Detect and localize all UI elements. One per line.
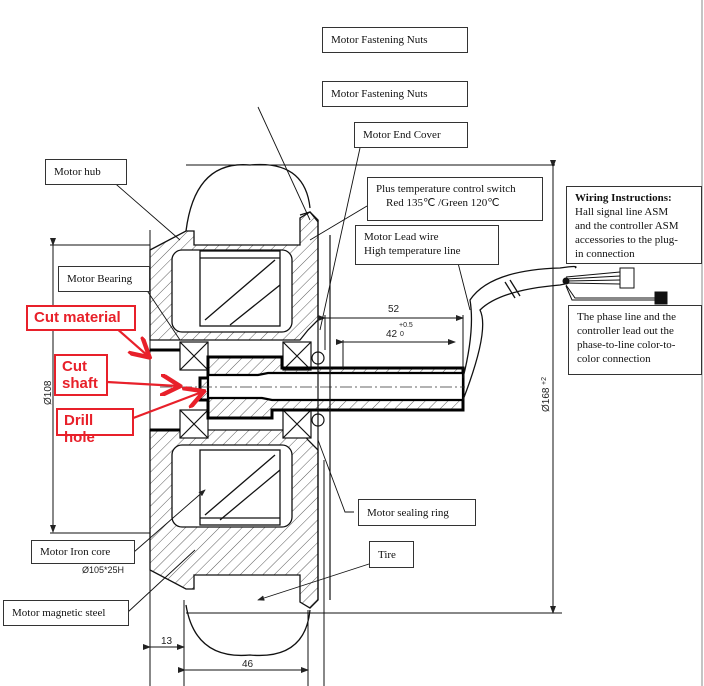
label-text: accessories to the plug- [575, 234, 678, 246]
wiring-connectors [562, 267, 668, 305]
label-text: Motor sealing ring [367, 506, 449, 519]
dim-42-tol-lower: 0 [400, 331, 404, 338]
label-motor-magnetic-steel: Motor magnetic steel [3, 600, 129, 626]
leader-fastening-nuts [257, 106, 311, 221]
annotation-text: Drill hole [64, 412, 95, 446]
cut-material-lines [150, 348, 180, 432]
label-wiring-instructions: Wiring Instructions: Hall signal line AS… [566, 186, 702, 264]
dim-dia-108: Ø108 [43, 380, 54, 405]
label-text: Motor Fastening Nuts [331, 34, 428, 46]
dimension-lines [50, 160, 562, 686]
dim-dia-168: Ø168 [541, 387, 552, 412]
label-text: Hall signal line ASM [575, 206, 669, 218]
leader-temp-switch [309, 205, 368, 241]
annotation-cut-shaft: Cut shaft [54, 354, 108, 396]
annotation-cut-material: Cut material [26, 305, 136, 331]
leader-end-cover [319, 147, 361, 331]
label-text: controller lead out the [577, 325, 674, 337]
red-annotation-arrows [106, 326, 202, 422]
label-motor-fastening-nuts-2: Motor Fastening Nuts [322, 81, 468, 107]
label-motor-lead-wire: Motor Lead wire High temperature line [355, 225, 499, 265]
label-text: Motor magnetic steel [12, 607, 106, 619]
label-temperature-switch: Plus temperature control switch Red 135℃… [367, 177, 543, 221]
dim-42: 42 [386, 329, 398, 340]
label-text: High temperature line [364, 245, 461, 257]
bearings [179, 341, 325, 439]
leader-lead-wire [457, 262, 471, 311]
label-text: Motor End Cover [363, 129, 441, 141]
label-text: Tire [378, 548, 396, 561]
dim-13: 13 [161, 636, 173, 647]
dim-52: 52 [388, 304, 400, 315]
label-motor-hub: Motor hub [45, 159, 127, 185]
wiring-title: Wiring Instructions: [575, 192, 672, 204]
leader-tire [257, 563, 370, 601]
lead-cable [462, 265, 577, 401]
label-text: in connection [575, 248, 635, 260]
hub-body [149, 211, 319, 686]
label-motor-end-cover: Motor End Cover [354, 122, 468, 148]
label-text: phase-to-line color-to- [577, 339, 676, 351]
annotation-text: Cut material [34, 309, 121, 326]
label-motor-sealing-ring: Motor sealing ring [358, 499, 476, 526]
label-text: Motor Iron core [40, 546, 111, 558]
label-text: Plus temperature control switch [376, 183, 516, 195]
label-text: Red 135℃ /Green 120℃ [386, 197, 500, 209]
label-motor-fastening-nuts-1: Motor Fastening Nuts [322, 27, 468, 53]
annotation-text: Cut [62, 358, 87, 375]
label-text: Motor Lead wire [364, 231, 439, 243]
leader-magnetic-steel [127, 549, 196, 613]
annotation-drill-hole: Drill hole [56, 408, 134, 446]
shaft [160, 355, 465, 420]
leader-sealing-ring [317, 439, 354, 513]
label-text: color connection [577, 353, 651, 365]
label-motor-iron-core: Motor Iron core [31, 540, 135, 564]
dim-42-tol-upper: +0.5 [399, 322, 413, 329]
dim-dia-168-tol: +2 [541, 377, 548, 385]
annotation-text: shaft [62, 375, 98, 392]
dim-46: 46 [242, 659, 254, 670]
label-text: Motor Bearing [67, 273, 133, 285]
label-text: Motor hub [54, 166, 101, 178]
iron-core-spec: Ø105*25H [82, 565, 125, 575]
label-tire: Tire [369, 541, 414, 568]
end-cover [299, 211, 331, 600]
label-text: Motor Fastening Nuts [331, 88, 428, 100]
arrow-drill-hole [127, 392, 202, 422]
arrow-cut-material [114, 326, 148, 356]
arrow-cut-shaft [106, 382, 178, 386]
label-phase-line: The phase line and the controller lead o… [568, 305, 702, 375]
leader-iron-core [133, 489, 206, 553]
label-motor-bearing: Motor Bearing [58, 266, 150, 292]
label-text: and the controller ASM [575, 220, 679, 232]
label-text: The phase line and the [577, 311, 676, 323]
